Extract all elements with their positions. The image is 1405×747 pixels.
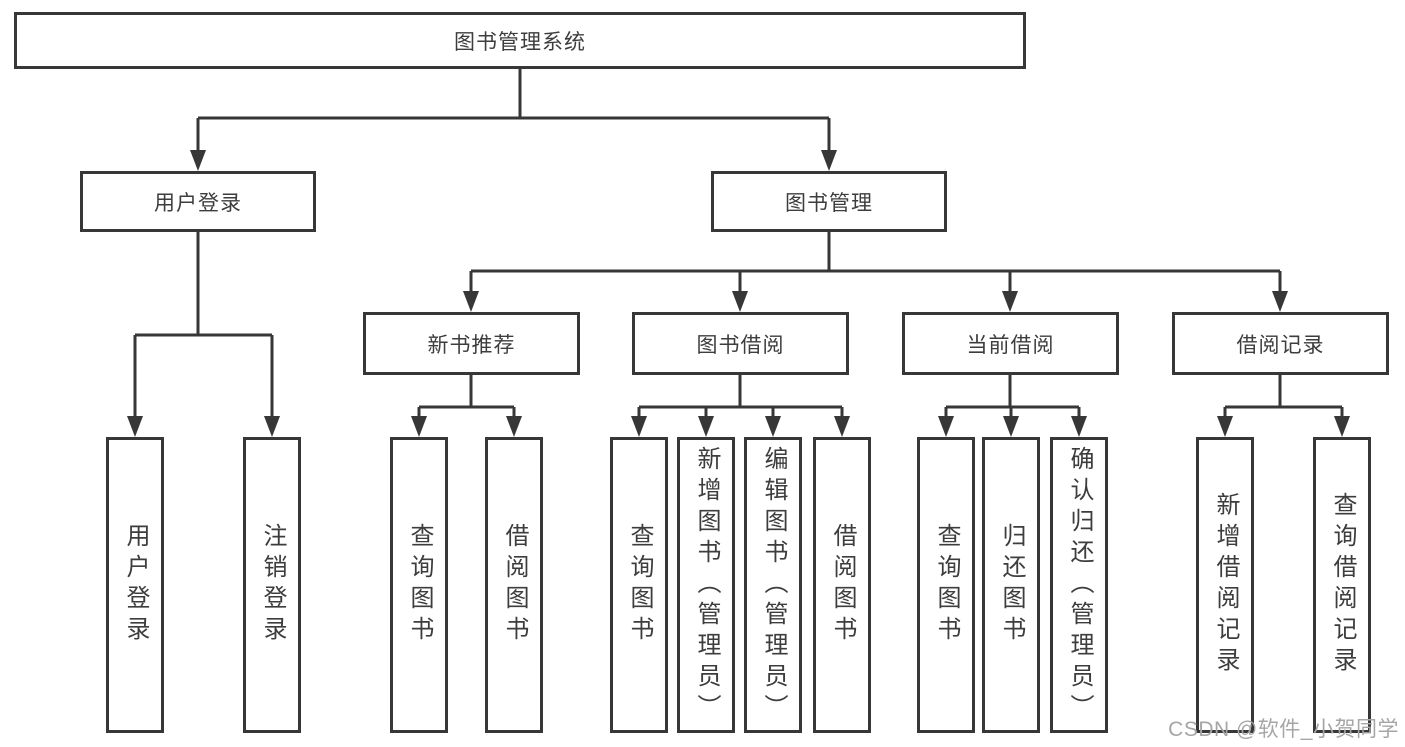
leaf-records-query-label: 查询借阅记录 — [1329, 492, 1356, 678]
leaf-borrow-edit-admin: 编辑图书（管理员） — [744, 437, 802, 733]
leaf-current-return: 归还图书 — [982, 437, 1040, 733]
node-book-borrowing-label: 图书借阅 — [696, 333, 785, 357]
node-book-borrowing: 图书借阅 — [632, 312, 849, 375]
node-user-login-branch: 用户登录 — [80, 171, 316, 232]
leaf-current-confirm-admin: 确认归还（管理员） — [1050, 437, 1108, 733]
node-book-management: 图书管理 — [711, 171, 947, 232]
node-root-label: 图书管理系统 — [454, 30, 586, 54]
leaf-new-books-borrow-label: 借阅图书 — [501, 523, 528, 647]
leaf-borrow-borrow: 借阅图书 — [813, 437, 871, 733]
leaf-new-books-borrow: 借阅图书 — [485, 437, 543, 733]
leaf-borrow-add-admin-label: 新增图书（管理员） — [693, 445, 720, 725]
leaf-user-login-label: 用户登录 — [122, 523, 149, 647]
leaf-current-query: 查询图书 — [917, 437, 975, 733]
csdn-watermark: CSDN @软件_小贺同学 — [1168, 718, 1399, 741]
leaf-current-query-label: 查询图书 — [933, 523, 960, 647]
leaf-borrow-query: 查询图书 — [610, 437, 668, 733]
node-borrowing-records: 借阅记录 — [1172, 312, 1389, 375]
leaf-borrow-borrow-label: 借阅图书 — [829, 523, 856, 647]
leaf-records-add-label: 新增借阅记录 — [1212, 492, 1239, 678]
leaf-new-books-query: 查询图书 — [390, 437, 448, 733]
arrowheads — [127, 150, 1350, 437]
leaf-borrow-edit-admin-label: 编辑图书（管理员） — [760, 445, 787, 725]
node-current-borrowing: 当前借阅 — [902, 312, 1119, 375]
leaf-borrow-add-admin: 新增图书（管理员） — [677, 437, 735, 733]
leaf-logout-label: 注销登录 — [259, 523, 286, 647]
node-new-book-recommend-label: 新书推荐 — [427, 333, 516, 357]
node-new-book-recommend: 新书推荐 — [363, 312, 580, 375]
leaf-logout: 注销登录 — [243, 437, 301, 733]
node-borrowing-records-label: 借阅记录 — [1236, 333, 1325, 357]
leaf-current-confirm-admin-label: 确认归还（管理员） — [1066, 445, 1093, 725]
node-user-login-label: 用户登录 — [154, 191, 242, 215]
node-book-management-label: 图书管理 — [785, 191, 873, 215]
leaf-new-books-query-label: 查询图书 — [406, 523, 433, 647]
leaf-current-return-label: 归还图书 — [998, 523, 1025, 647]
node-root: 图书管理系统 — [14, 12, 1026, 69]
leaf-borrow-query-label: 查询图书 — [626, 523, 653, 647]
leaf-records-add: 新增借阅记录 — [1196, 437, 1254, 733]
node-current-borrowing-label: 当前借阅 — [966, 333, 1055, 357]
leaf-user-login: 用户登录 — [106, 437, 164, 733]
leaf-records-query: 查询借阅记录 — [1313, 437, 1371, 733]
